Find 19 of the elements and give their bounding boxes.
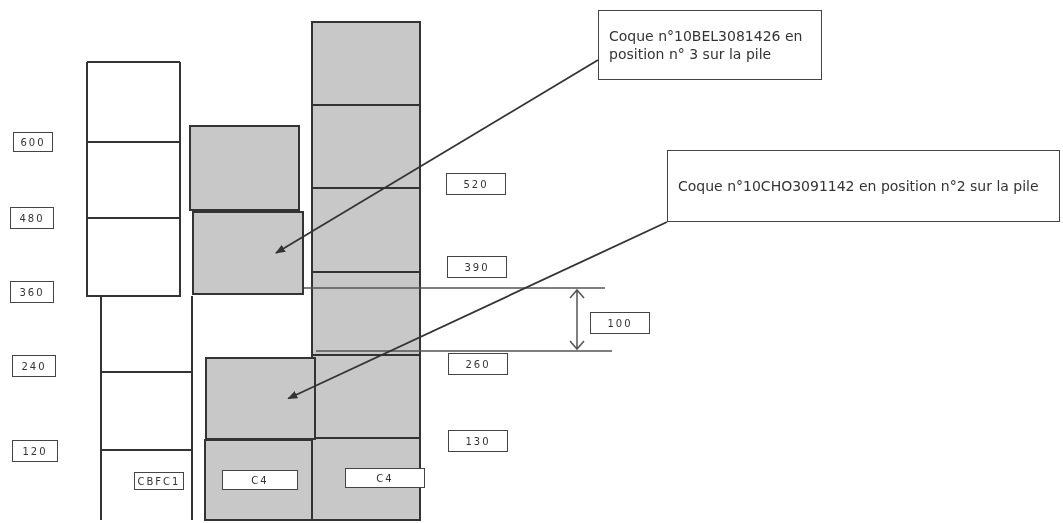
container-hull: [192, 211, 304, 295]
type-label: C4: [345, 468, 425, 488]
dimension-label: 360: [10, 281, 54, 303]
dimension-label: 100: [590, 312, 650, 334]
dimension-label: 520: [446, 173, 506, 195]
dimension-label: 120: [12, 440, 58, 462]
dimension-label: 130: [448, 430, 508, 452]
leader-line: [287, 221, 668, 400]
dimension-label: 600: [13, 132, 53, 152]
type-label: C4: [222, 470, 298, 490]
dimension-label: 260: [448, 353, 508, 375]
callout-box: Coque n°10BEL3081426 en position n° 3 sur la pile: [598, 10, 822, 80]
dimension-label: 240: [12, 355, 56, 377]
callout-box: Coque n°10CHO3091142 en position n°2 sur la pile: [667, 150, 1060, 222]
container-hull: [205, 357, 316, 440]
type-label: CBFC1: [134, 472, 184, 490]
leader-line: [275, 59, 599, 254]
dimension-label: 480: [10, 207, 54, 229]
dimension-label: 390: [447, 256, 507, 278]
